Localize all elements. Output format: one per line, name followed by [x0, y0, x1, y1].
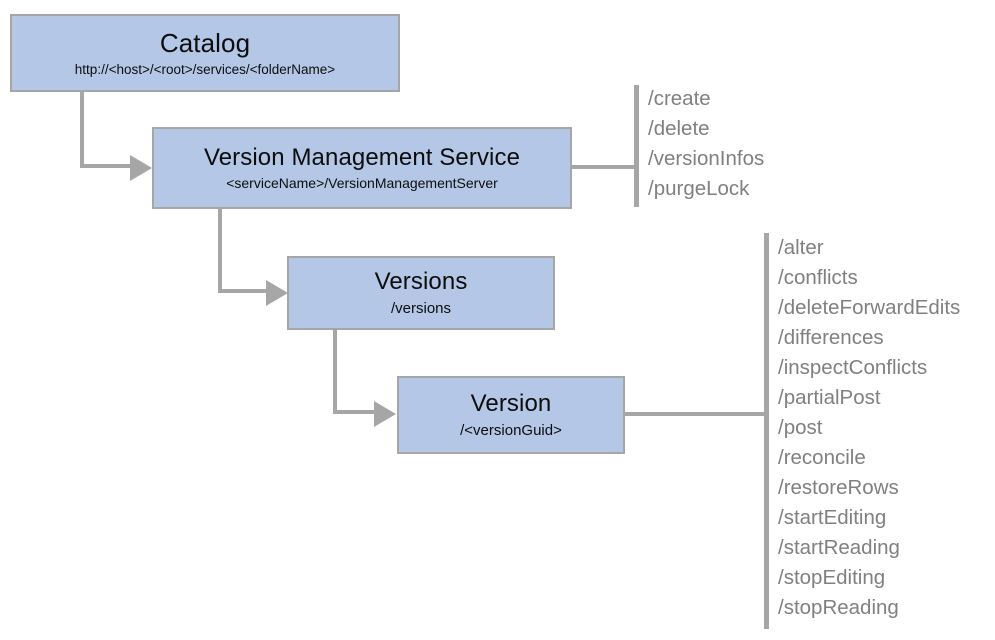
operation-item[interactable]: /partialPost: [778, 386, 881, 409]
connector-versions-to-version-vertical: [333, 330, 337, 414]
node-catalog-subtitle: http://<host>/<root>/services/<folderNam…: [74, 61, 336, 77]
operation-item[interactable]: /post: [778, 416, 823, 439]
operation-item[interactable]: /conflicts: [778, 266, 858, 289]
connector-catalog-to-service-vertical: [80, 92, 84, 168]
operation-item[interactable]: /reconcile: [778, 446, 866, 469]
operation-item[interactable]: /differences: [778, 326, 884, 349]
operation-item[interactable]: /restoreRows: [778, 476, 899, 499]
node-versions-title: Versions: [374, 267, 468, 295]
node-version-management-service-subtitle: <serviceName>/VersionManagementServer: [226, 175, 498, 192]
operation-item[interactable]: /startEditing: [778, 506, 887, 529]
operation-list-version-management-service: /create/delete/versionInfos/purgeLock: [648, 84, 764, 204]
operation-group-bar: [764, 233, 769, 629]
operation-item[interactable]: /stopEditing: [778, 566, 886, 589]
connector-versions-to-version-horizontal: [333, 410, 376, 414]
node-version-management-service[interactable]: Version Management Service <serviceName>…: [152, 127, 572, 209]
operation-item[interactable]: /inspectConflicts: [778, 356, 928, 379]
node-version-title: Version: [470, 389, 552, 417]
node-version[interactable]: Version /<versionGuid>: [397, 376, 625, 454]
connector-service-to-operations: [572, 165, 638, 169]
operation-list-version: /alter/conflicts/deleteForwardEdits/diff…: [778, 233, 960, 623]
operation-item[interactable]: /create: [648, 87, 711, 110]
operation-item[interactable]: /alter: [778, 236, 824, 259]
operation-item[interactable]: /versionInfos: [648, 147, 765, 170]
node-version-subtitle: /<versionGuid>: [460, 421, 562, 439]
arrowhead-service-to-versions-icon: [266, 280, 288, 306]
node-catalog-title: Catalog: [159, 27, 251, 58]
arrowhead-versions-to-version-icon: [374, 401, 396, 427]
operation-item[interactable]: /startReading: [778, 536, 900, 559]
connector-version-to-operations: [625, 412, 768, 416]
node-versions-subtitle: /versions: [390, 299, 452, 317]
node-versions[interactable]: Versions /versions: [287, 256, 555, 330]
connector-service-to-versions-horizontal: [218, 289, 268, 293]
node-catalog[interactable]: Catalog http://<host>/<root>/services/<f…: [10, 14, 400, 92]
node-version-management-service-title: Version Management Service: [203, 143, 521, 171]
operation-item[interactable]: /stopReading: [778, 596, 899, 619]
arrowhead-catalog-to-service-icon: [130, 155, 152, 181]
operation-item[interactable]: /delete: [648, 117, 710, 140]
connector-service-to-versions-vertical: [218, 209, 222, 293]
operation-item[interactable]: /purgeLock: [648, 177, 750, 200]
connector-catalog-to-service-horizontal: [80, 164, 132, 168]
operation-group-bar: [634, 85, 639, 207]
operation-item[interactable]: /deleteForwardEdits: [778, 296, 961, 319]
